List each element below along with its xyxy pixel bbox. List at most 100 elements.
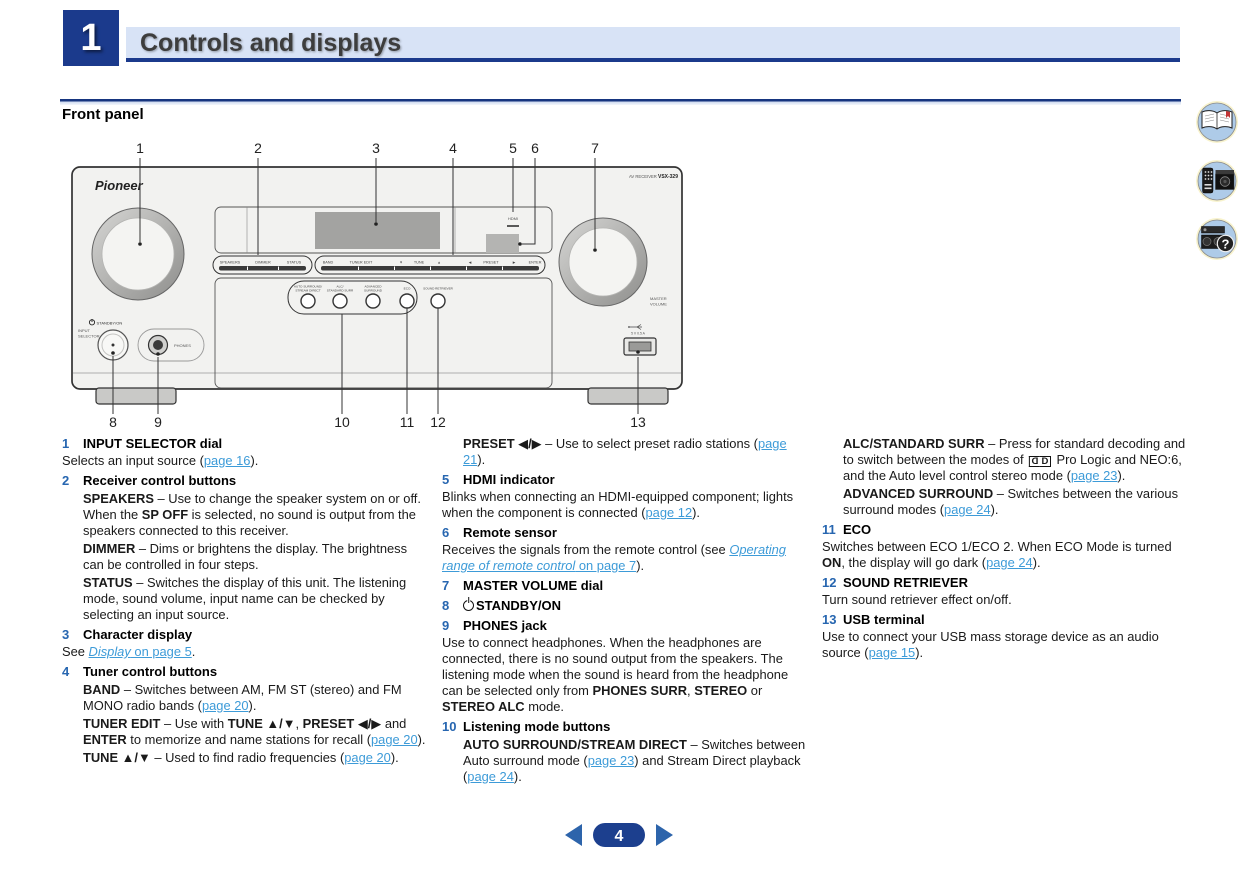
text-segment: – Switches between AM, FM ST (stereo) an… — [83, 682, 402, 713]
preset-button-label: PRESET — [483, 261, 499, 265]
text-segment: Selects an input source ( — [62, 453, 204, 468]
text-segment: BAND — [83, 682, 121, 697]
text-segment: – Dims or brightens the display. The bri… — [83, 541, 408, 572]
item-body: Receives the signals from the remote con… — [442, 542, 810, 574]
speakers-button-label: SPEAKERS — [220, 261, 241, 265]
page-link[interactable]: page 21 — [463, 436, 787, 467]
sidebar-bookmarks: ? — [1194, 100, 1241, 262]
page-link[interactable]: page 20 — [344, 750, 391, 765]
item-title: SOUND RETRIEVER — [843, 575, 968, 590]
item-body: TUNER EDIT – Use with TUNE ▲/▼, PRESET ◀… — [83, 716, 430, 748]
section-divider — [60, 99, 1181, 105]
text-segment: Turn sound retriever effect on/off. — [822, 592, 1012, 607]
text-segment: ). — [692, 505, 700, 520]
brand-logo: Pioneer — [95, 178, 144, 193]
master-volume-dial — [558, 217, 648, 307]
text-segment: , — [687, 683, 695, 698]
page-link[interactable]: page 24 — [467, 769, 514, 784]
page-number-badge — [593, 823, 645, 847]
page-link[interactable]: page 23 — [1070, 468, 1118, 483]
page-link[interactable]: on page 7 — [575, 558, 637, 573]
item-number: 1 — [62, 436, 70, 451]
controls-remote-icon[interactable] — [1196, 160, 1238, 202]
item-title: Listening mode buttons — [463, 719, 611, 734]
item-body: ALC/STANDARD SURR – Press for standard d… — [843, 436, 1190, 484]
callout-lines-bottom — [112, 308, 639, 414]
page-link[interactable]: page 24 — [986, 555, 1033, 570]
text-segment: – Use with — [160, 716, 228, 731]
operating-instructions-book-icon[interactable] — [1196, 101, 1238, 143]
text-segment: Blinks when connecting an HDMI-equipped … — [442, 489, 794, 520]
callout-13: 13 — [630, 414, 646, 430]
front-panel-illustration: Pioneer AV RECEIVER VSX-329 INPUT SELECT… — [58, 136, 708, 436]
callout-numbers: 1 2 3 4 5 6 7 8 9 10 11 12 13 — [109, 140, 646, 430]
input-selector-label: INPUT — [78, 328, 91, 333]
text-segment: TUNER EDIT — [83, 716, 161, 731]
page-link[interactable]: page 20 — [371, 732, 418, 747]
prev-page-button[interactable] — [565, 824, 582, 846]
text-segment: or — [747, 683, 763, 698]
item-body: Switches between ECO 1/ECO 2. When ECO M… — [822, 539, 1190, 571]
eco-button — [399, 293, 415, 309]
svg-text:ADVANCED: ADVANCED — [365, 285, 383, 289]
item-number: 10 — [442, 719, 457, 734]
page-link[interactable]: page 20 — [201, 698, 249, 713]
text-segment: TUNE ▲/▼ — [83, 750, 151, 765]
text-segment: . — [191, 644, 196, 659]
item-body: AUTO SURROUND/STREAM DIRECT – Switches b… — [463, 737, 810, 785]
page-link[interactable]: page 12 — [645, 505, 693, 520]
tune-button-label: TUNE — [414, 261, 425, 265]
band-button-label: BAND — [323, 261, 334, 265]
chapter-title-bar: Controls and displays — [126, 27, 1180, 62]
item-title: ECO — [843, 522, 872, 537]
item-body: DIMMER – Dims or brightens the display. … — [83, 541, 430, 573]
callout-5: 5 — [509, 140, 517, 156]
alc-standard-surr-button — [332, 293, 348, 309]
section-title: Front panel — [62, 106, 144, 123]
page-link[interactable]: page 24 — [944, 502, 991, 517]
item-body: Blinks when connecting an HDMI-equipped … — [442, 489, 810, 521]
item-number: 6 — [442, 525, 450, 540]
page-link[interactable]: page 16 — [203, 453, 251, 468]
text-segment: – Use to select preset radio stations ( — [541, 436, 758, 451]
text-segment: , — [295, 716, 303, 731]
troubleshooting-question-icon[interactable]: ? — [1196, 218, 1238, 260]
text-segment: Receives the signals from the remote con… — [442, 542, 730, 557]
next-page-button[interactable] — [656, 824, 673, 846]
text-segment: ). — [477, 452, 486, 467]
page-title: Controls and displays — [140, 29, 402, 57]
page-link[interactable]: page 15 — [868, 645, 916, 660]
text-segment: Use to connect headphones. When the head… — [442, 635, 789, 698]
callout-10: 10 — [334, 414, 350, 430]
text-segment — [463, 600, 474, 611]
text-segment: ). — [1032, 555, 1041, 570]
chapter-number-box: 1 — [63, 10, 119, 66]
text-segment: See — [62, 644, 89, 659]
text-segment: ). — [417, 732, 426, 747]
svg-text:STANDARD SURR: STANDARD SURR — [327, 289, 354, 293]
item-title: PHONES jack — [463, 618, 547, 633]
page-link[interactable]: Operating range of remote control — [442, 542, 786, 573]
item-body: STATUS – Switches the display of this un… — [83, 575, 430, 623]
column-2: PRESET ◀/▶ – Use to select preset radio … — [442, 436, 810, 785]
text-segment: AUTO SURROUND/STREAM DIRECT — [463, 737, 687, 752]
page-link[interactable]: page 23 — [587, 753, 635, 768]
text-segment: STATUS — [83, 575, 133, 590]
item-number: 4 — [62, 664, 70, 679]
callout-1: 1 — [136, 140, 144, 156]
enter-button-label: ENTER — [529, 261, 542, 265]
page-link[interactable]: Display — [88, 644, 131, 659]
text-segment: PRESET ◀/▶ — [302, 716, 382, 731]
item-body: Selects an input source (page 16). — [62, 453, 430, 469]
item-number: 9 — [442, 618, 450, 633]
eco-button-label: ECO — [404, 287, 411, 291]
callout-3: 3 — [372, 140, 380, 156]
page-link[interactable]: on page 5 — [130, 644, 192, 659]
